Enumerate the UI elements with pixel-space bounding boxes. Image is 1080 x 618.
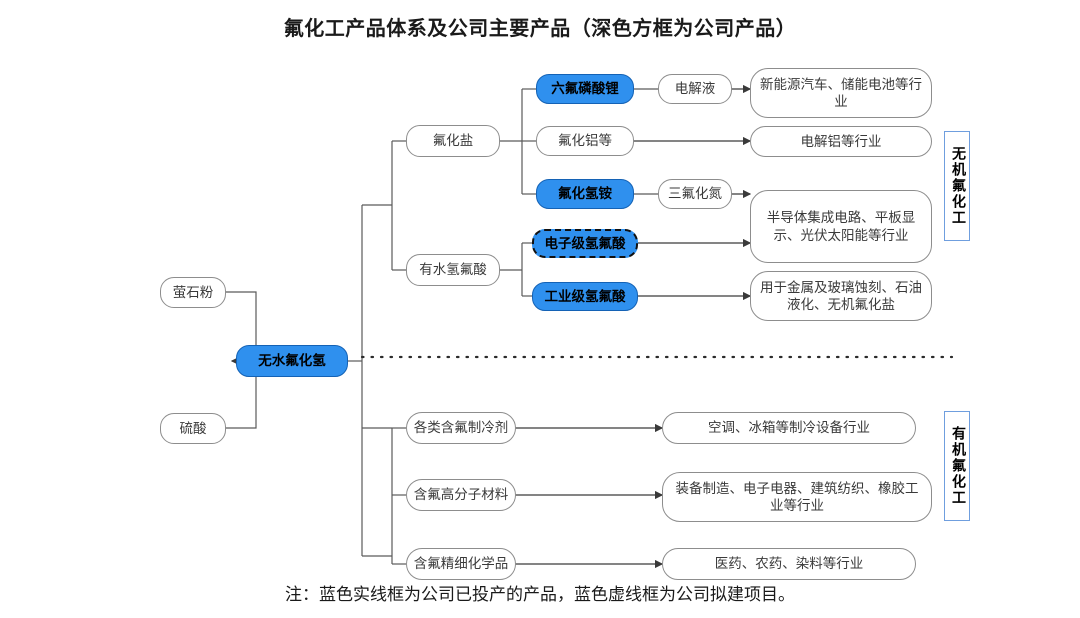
node-anhydrous-hydrogen-fluoride[interactable]: 无水氟化氢 bbox=[236, 345, 348, 377]
node-app-ev-battery[interactable]: 新能源汽车、储能电池等行业 bbox=[750, 68, 932, 118]
node-app-manufacturing[interactable]: 装备制造、电子电器、建筑纺织、橡胶工业等行业 bbox=[662, 472, 932, 522]
page-title: 氟化工产品体系及公司主要产品（深色方框为公司产品） bbox=[283, 18, 797, 40]
node-app-electrolytic-aluminium[interactable]: 电解铝等行业 bbox=[750, 126, 932, 157]
node-label: 半导体集成电路、平板显示、光伏太阳能等行业 bbox=[766, 210, 916, 243]
node-label: 无水氟化氢 bbox=[258, 353, 326, 369]
node-label: 新能源汽车、储能电池等行业 bbox=[760, 76, 922, 109]
node-fluorite[interactable]: 萤石粉 bbox=[160, 277, 226, 308]
node-label: 有水氢氟酸 bbox=[419, 262, 487, 278]
node-aluminium-fluoride[interactable]: 氟化铝等 bbox=[536, 126, 634, 156]
footnote: 注：蓝色实线框为公司已投产的产品，蓝色虚线框为公司拟建项目。 bbox=[285, 585, 795, 604]
node-label: 三氟化氮 bbox=[668, 186, 722, 202]
node-label: 含氟精细化学品 bbox=[413, 556, 509, 572]
node-ammonium-bifluoride[interactable]: 氟化氢铵 bbox=[536, 179, 634, 209]
node-label: 氟化盐 bbox=[432, 133, 474, 149]
node-app-pharma[interactable]: 医药、农药、染料等行业 bbox=[662, 548, 916, 580]
node-label: 电解液 bbox=[674, 81, 716, 97]
node-app-refrigeration-equipment[interactable]: 空调、冰箱等制冷设备行业 bbox=[662, 412, 916, 444]
group-label-text: 有机氟化工 bbox=[950, 426, 965, 506]
node-label: 装备制造、电子电器、建筑纺织、橡胶工业等行业 bbox=[675, 480, 919, 513]
node-lithium-hexafluorophosphate[interactable]: 六氟磷酸锂 bbox=[536, 74, 634, 104]
node-label: 氟化铝等 bbox=[558, 133, 612, 149]
node-label: 工业级氢氟酸 bbox=[544, 288, 626, 304]
node-electrolyte[interactable]: 电解液 bbox=[658, 74, 732, 104]
node-label: 萤石粉 bbox=[172, 284, 214, 300]
node-label: 六氟磷酸锂 bbox=[551, 81, 619, 97]
group-label-inorganic: 无机氟化工 bbox=[944, 131, 970, 241]
node-label: 电解铝等行业 bbox=[800, 133, 882, 149]
node-fluoropolymer-materials[interactable]: 含氟高分子材料 bbox=[406, 479, 516, 511]
node-fluorinated-fine-chemicals[interactable]: 含氟精细化学品 bbox=[406, 548, 516, 580]
node-electronic-grade-hydrofluoric-acid[interactable]: 电子级氢氟酸 bbox=[532, 229, 638, 258]
group-label-organic: 有机氟化工 bbox=[944, 411, 970, 521]
node-label: 硫酸 bbox=[179, 420, 207, 436]
node-label: 用于金属及玻璃蚀刻、石油液化、无机氟化盐 bbox=[760, 279, 922, 312]
node-label: 含氟高分子材料 bbox=[413, 487, 509, 503]
node-label: 电子级氢氟酸 bbox=[544, 235, 626, 251]
group-label-text: 无机氟化工 bbox=[950, 146, 965, 226]
node-sulfuric-acid[interactable]: 硫酸 bbox=[160, 413, 226, 444]
node-label: 氟化氢铵 bbox=[558, 186, 612, 202]
node-fluoride-salt[interactable]: 氟化盐 bbox=[406, 125, 500, 157]
node-aqueous-hydrofluoric-acid[interactable]: 有水氢氟酸 bbox=[406, 254, 500, 286]
node-label: 空调、冰箱等制冷设备行业 bbox=[708, 420, 870, 436]
node-app-etching[interactable]: 用于金属及玻璃蚀刻、石油液化、无机氟化盐 bbox=[750, 271, 932, 321]
node-fluorinated-refrigerants[interactable]: 各类含氟制冷剂 bbox=[406, 412, 516, 444]
node-app-semiconductor[interactable]: 半导体集成电路、平板显示、光伏太阳能等行业 bbox=[750, 190, 932, 263]
node-label: 医药、农药、染料等行业 bbox=[714, 556, 864, 572]
node-industrial-grade-hydrofluoric-acid[interactable]: 工业级氢氟酸 bbox=[532, 282, 638, 311]
node-nitrogen-trifluoride[interactable]: 三氟化氮 bbox=[658, 179, 732, 209]
node-label: 各类含氟制冷剂 bbox=[413, 420, 509, 436]
